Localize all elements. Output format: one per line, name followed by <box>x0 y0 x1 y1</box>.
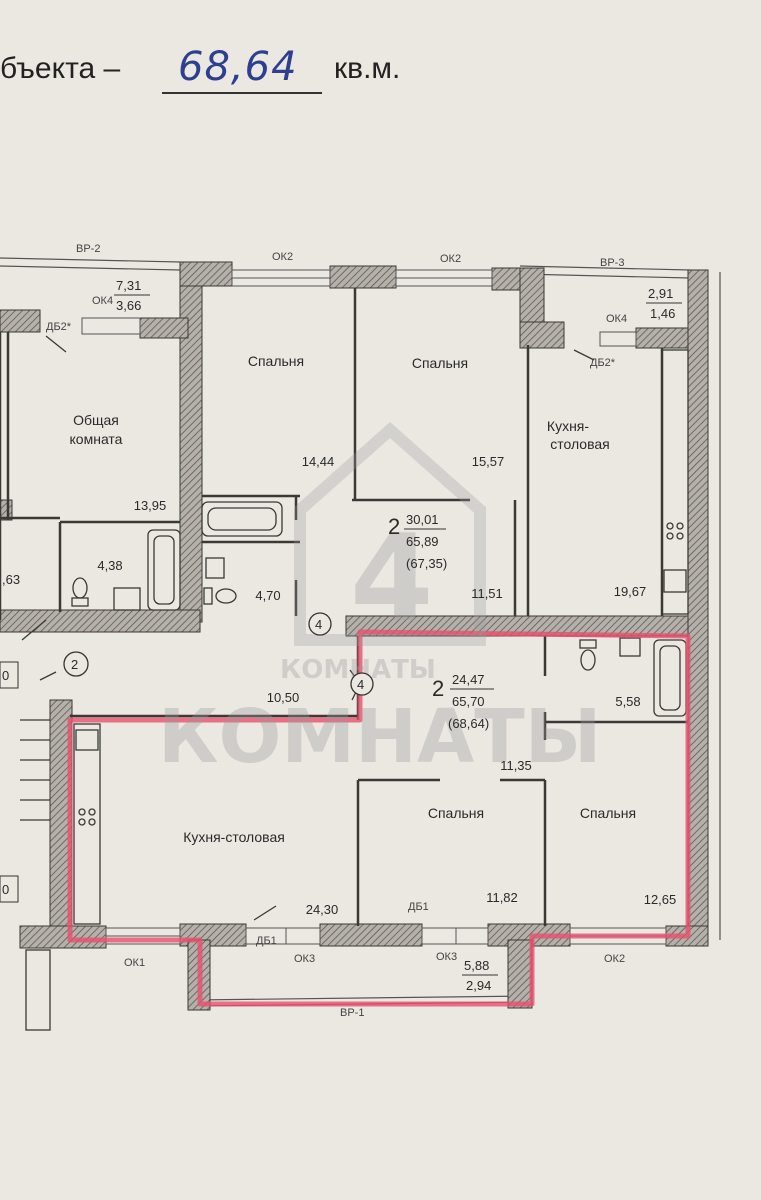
apt-bottom-total-loggia: (68,64) <box>448 716 489 731</box>
apartment-bottom-summary: 2 24,47 65,70 (68,64) <box>432 672 494 731</box>
area-hall-mid: 10,50 <box>267 690 300 705</box>
mark-vr3: ВР-3 <box>600 257 624 269</box>
room-kitchen-bottom: Кухня-столовая <box>183 829 285 845</box>
room-obshchaya-line2: комната <box>70 431 123 447</box>
mark-db2-b: ДБ2* <box>590 357 616 369</box>
area-obshchaya: 13,95 <box>134 498 167 513</box>
header-unit: кв.м. <box>334 52 401 85</box>
area-bath-left: 4,38 <box>97 558 122 573</box>
area-hall-top: 11,51 <box>471 586 503 601</box>
mark-circle-4-b: 4 <box>357 677 364 692</box>
room-kitchen-top-line2: столовая <box>550 436 610 452</box>
header-prefix: бъекта – <box>0 52 121 85</box>
room-obshchaya-line1: Общая <box>73 412 119 428</box>
mark-db2-a: ДБ2* <box>46 321 72 333</box>
watermark-logo: 4 <box>350 510 434 649</box>
apt-top-total: 65,89 <box>406 534 439 549</box>
balcony-areas: 7,31 3,66 2,91 1,46 5,88 2,94 <box>114 278 682 993</box>
apt-top-total-loggia: (67,35) <box>406 556 447 571</box>
balcony-top-left-area1: 7,31 <box>116 278 141 293</box>
room-spalnya-2: Спальня <box>412 355 468 371</box>
room-labels: Общая комната 13,95 4,38 ,63 Спальня 14,… <box>2 353 676 917</box>
apartment-top-summary: 2 30,01 65,89 (67,35) <box>388 512 447 571</box>
balcony-top-right-area2: 1,46 <box>650 306 675 321</box>
mark-left-0-b: 0 <box>2 882 9 897</box>
apt-bottom-rooms: 2 <box>432 676 444 701</box>
mark-vr1: ВР-1 <box>340 1007 364 1019</box>
apt-bottom-living: 24,47 <box>452 672 485 687</box>
header-area-value: 68,64 <box>178 44 298 90</box>
balcony-bottom-area1: 5,88 <box>464 958 489 973</box>
mark-db1-b: ДБ1 <box>408 901 429 913</box>
area-left-edge: ,63 <box>2 572 20 587</box>
area-spalnya-2: 15,57 <box>472 454 505 469</box>
room-spalnya-3: Спальня <box>428 805 484 821</box>
balcony-top-right-area1: 2,91 <box>648 286 673 301</box>
room-kitchen-top-line1: Кухня- <box>547 418 589 434</box>
area-spalnya-4: 12,65 <box>644 892 677 907</box>
mark-ok2-b: ОК2 <box>440 253 461 265</box>
area-spalnya-1: 14,44 <box>302 454 335 469</box>
area-bath-right: 5,58 <box>615 694 640 709</box>
fixtures <box>20 335 689 1031</box>
area-kitchen-bottom: 24,30 <box>306 902 339 917</box>
balcony-top-left-area2: 3,66 <box>116 298 141 313</box>
mark-ok2-c: ОК2 <box>604 953 625 965</box>
header-underline <box>162 92 322 94</box>
mark-ok1: ОК1 <box>124 957 145 969</box>
apt-top-living: 30,01 <box>406 512 439 527</box>
partitions <box>0 288 688 926</box>
watermark-text: КОМНАТЫ <box>158 694 601 780</box>
mark-db1-a: ДБ1 <box>256 935 277 947</box>
mark-ok2-a: ОК2 <box>272 251 293 263</box>
selected-apartment-outline <box>67 629 691 1007</box>
drawing-marks: ВР-2 ВР-3 ВР-1 ОК2 ОК2 ОК2 ОК4 ОК4 ОК1 О… <box>46 243 627 1019</box>
mark-left-0-a: 0 <box>2 668 9 683</box>
room-spalnya-4: Спальня <box>580 805 636 821</box>
apt-bottom-total: 65,70 <box>452 694 485 709</box>
mark-ok3-a: ОК3 <box>294 953 315 965</box>
area-hall-bottom: 11,35 <box>500 758 532 773</box>
balcony-bottom-area2: 2,94 <box>466 978 491 993</box>
area-spalnya-3: 11,82 <box>486 890 518 905</box>
mark-ok4-b: ОК4 <box>606 313 627 325</box>
mark-ok4-a: ОК4 <box>92 295 113 307</box>
mark-vr2: ВР-2 <box>76 243 100 255</box>
room-spalnya-1: Спальня <box>248 353 304 369</box>
mark-ok3-b: ОК3 <box>436 951 457 963</box>
mark-circle-2: 2 <box>71 657 78 672</box>
apt-top-rooms: 2 <box>388 514 400 539</box>
circled-marks <box>63 612 374 696</box>
mark-circle-4-a: 4 <box>315 617 322 632</box>
area-bath-top: 4,70 <box>255 588 280 603</box>
watermark: 4 КОМНАТЫ КОМНАТЫ <box>158 421 601 780</box>
area-kitchen-top: 19,67 <box>614 584 647 599</box>
